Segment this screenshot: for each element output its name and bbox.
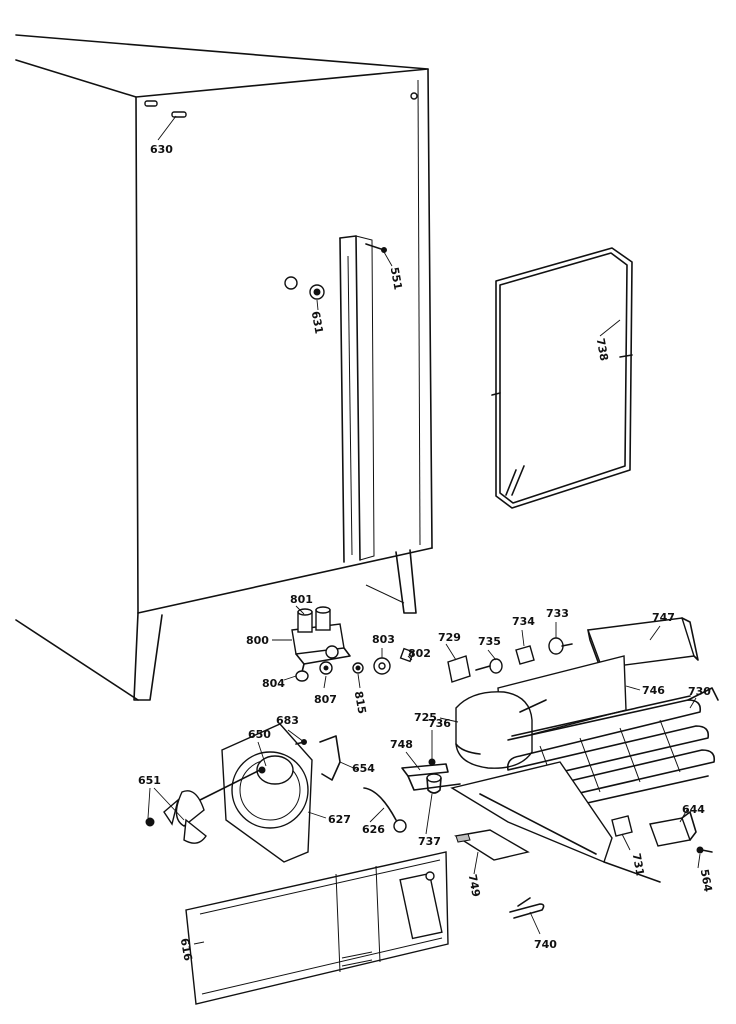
part-label-654: 654: [352, 762, 375, 775]
part-label-801: 801: [290, 593, 313, 606]
terminal-cover-733: [548, 637, 573, 655]
part-label-626: 626: [362, 823, 385, 836]
part-label-802: 802: [408, 647, 431, 660]
clip-731: [611, 815, 633, 837]
part-label-551: 551: [388, 266, 405, 291]
relay-729: [447, 655, 471, 683]
shelf-bracket-747: [587, 617, 699, 679]
part-label-725: 725: [414, 711, 437, 724]
valve-small-parts: [295, 647, 415, 682]
screw-551: [365, 243, 387, 253]
part-label-627: 627: [328, 813, 351, 826]
part-label-644: 644: [682, 803, 705, 816]
screw-564: [696, 846, 713, 854]
fan-shroud-627: [221, 723, 313, 863]
part-label-738: 738: [594, 337, 611, 362]
part-label-803: 803: [372, 633, 395, 646]
nut-631: [309, 284, 325, 300]
water-valve-assembly: [291, 606, 351, 673]
part-label-630: 630: [150, 143, 173, 156]
part-label-735: 735: [478, 635, 501, 648]
part-labels: 630 551 631 738 801 800 804 807 803 815 …: [138, 143, 715, 962]
part-label-616: 616: [178, 937, 195, 962]
clip-626: [363, 787, 407, 833]
part-label-564: 564: [698, 868, 715, 893]
part-label-746: 746: [642, 684, 665, 697]
clip-740: [509, 897, 545, 919]
part-label-683: 683: [276, 714, 299, 727]
part-label-651: 651: [138, 774, 161, 787]
heater-loop-738: [491, 247, 633, 509]
access-panel-616: [185, 851, 449, 1005]
part-label-729: 729: [438, 631, 461, 644]
part-label-747: 747: [652, 611, 675, 624]
part-label-737: 737: [418, 835, 441, 848]
part-label-734: 734: [512, 615, 535, 628]
base-pan-731: [450, 761, 661, 883]
part-label-731: 731: [630, 852, 647, 877]
bracket-644: [649, 811, 697, 847]
part-label-748: 748: [390, 738, 413, 751]
part-label-740: 740: [534, 938, 557, 951]
pad-749: [454, 829, 530, 861]
part-label-631: 631: [309, 310, 326, 335]
part-label-807: 807: [314, 693, 337, 706]
fan-motor-650: [199, 755, 294, 801]
leader-lines: [147, 115, 701, 945]
capacitor-735: [475, 658, 503, 674]
overload-734: [515, 645, 535, 665]
refrigerator-cabinet: [15, 34, 433, 701]
grommet-737: [426, 773, 442, 794]
bracket-654: [319, 735, 341, 781]
part-label-804: 804: [262, 677, 285, 690]
part-label-650: 650: [248, 728, 271, 741]
part-label-815: 815: [352, 690, 369, 715]
fan-blade-651: [145, 790, 207, 844]
part-label-800: 800: [246, 634, 269, 647]
part-label-736: 736: [428, 717, 451, 730]
part-label-733: 733: [546, 607, 569, 620]
compressor-725: [455, 691, 547, 769]
part-label-749: 749: [466, 873, 483, 898]
part-label-730: 730: [688, 685, 711, 698]
